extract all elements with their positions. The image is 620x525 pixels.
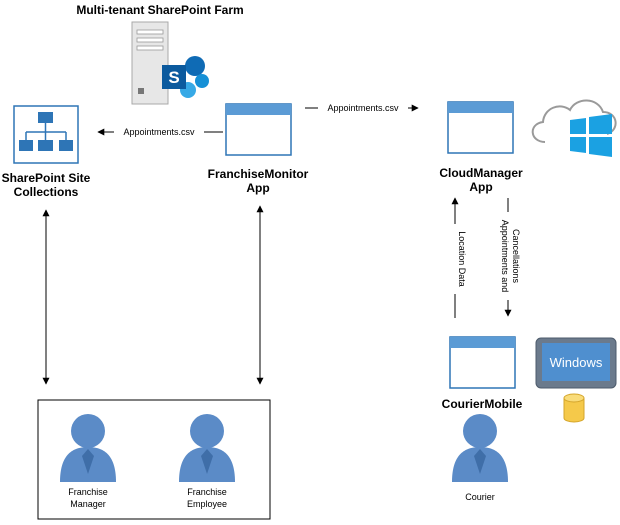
database-icon [563, 393, 585, 423]
franchise-manager-label-line2: Manager [70, 499, 106, 509]
edge-label-location-data: Location Data [457, 231, 467, 287]
courier-mobile-label: CourierMobile [442, 397, 523, 411]
edge-label-fm-to-sp: Appointments.csv [123, 127, 195, 137]
farm-title: Multi-tenant SharePoint Farm [76, 3, 243, 17]
server-icon [131, 21, 169, 105]
franchise-monitor-window-icon [225, 103, 292, 156]
person-icon [60, 414, 116, 482]
windows-logo-icon [570, 114, 612, 157]
cloud-manager-window-icon [447, 101, 514, 154]
edge-label-fm-to-cm: Appointments.csv [327, 103, 399, 113]
site-hierarchy-icon [13, 105, 79, 164]
edge-label-appointments-line2: Cancellations [511, 229, 521, 284]
person-icon [179, 414, 235, 482]
cloud-manager-label-line2: App [469, 180, 492, 194]
sharepoint-site-label-line2: Collections [14, 185, 79, 199]
courier-mobile-window-icon [449, 336, 516, 389]
courier-label: Courier [465, 492, 495, 502]
svg-text:S: S [168, 68, 179, 87]
franchise-employee-label-line2: Employee [187, 499, 227, 509]
tablet-icon [535, 337, 617, 389]
edge-label-appointments-line1: Appointments and [500, 220, 510, 293]
tablet-windows-label: Windows [550, 355, 603, 370]
franchise-monitor-label-line1: FranchiseMonitor [208, 167, 309, 181]
franchise-employee-label-line1: Franchise [187, 487, 227, 497]
person-icon [452, 414, 508, 482]
franchise-manager-label-line1: Franchise [68, 487, 108, 497]
cloud-icon [531, 99, 617, 143]
sharepoint-site-label-line1: SharePoint Site [2, 171, 91, 185]
franchise-monitor-label-line2: App [246, 181, 269, 195]
sharepoint-logo-icon: S [162, 56, 209, 98]
cloud-manager-label-line1: CloudManager [439, 166, 523, 180]
